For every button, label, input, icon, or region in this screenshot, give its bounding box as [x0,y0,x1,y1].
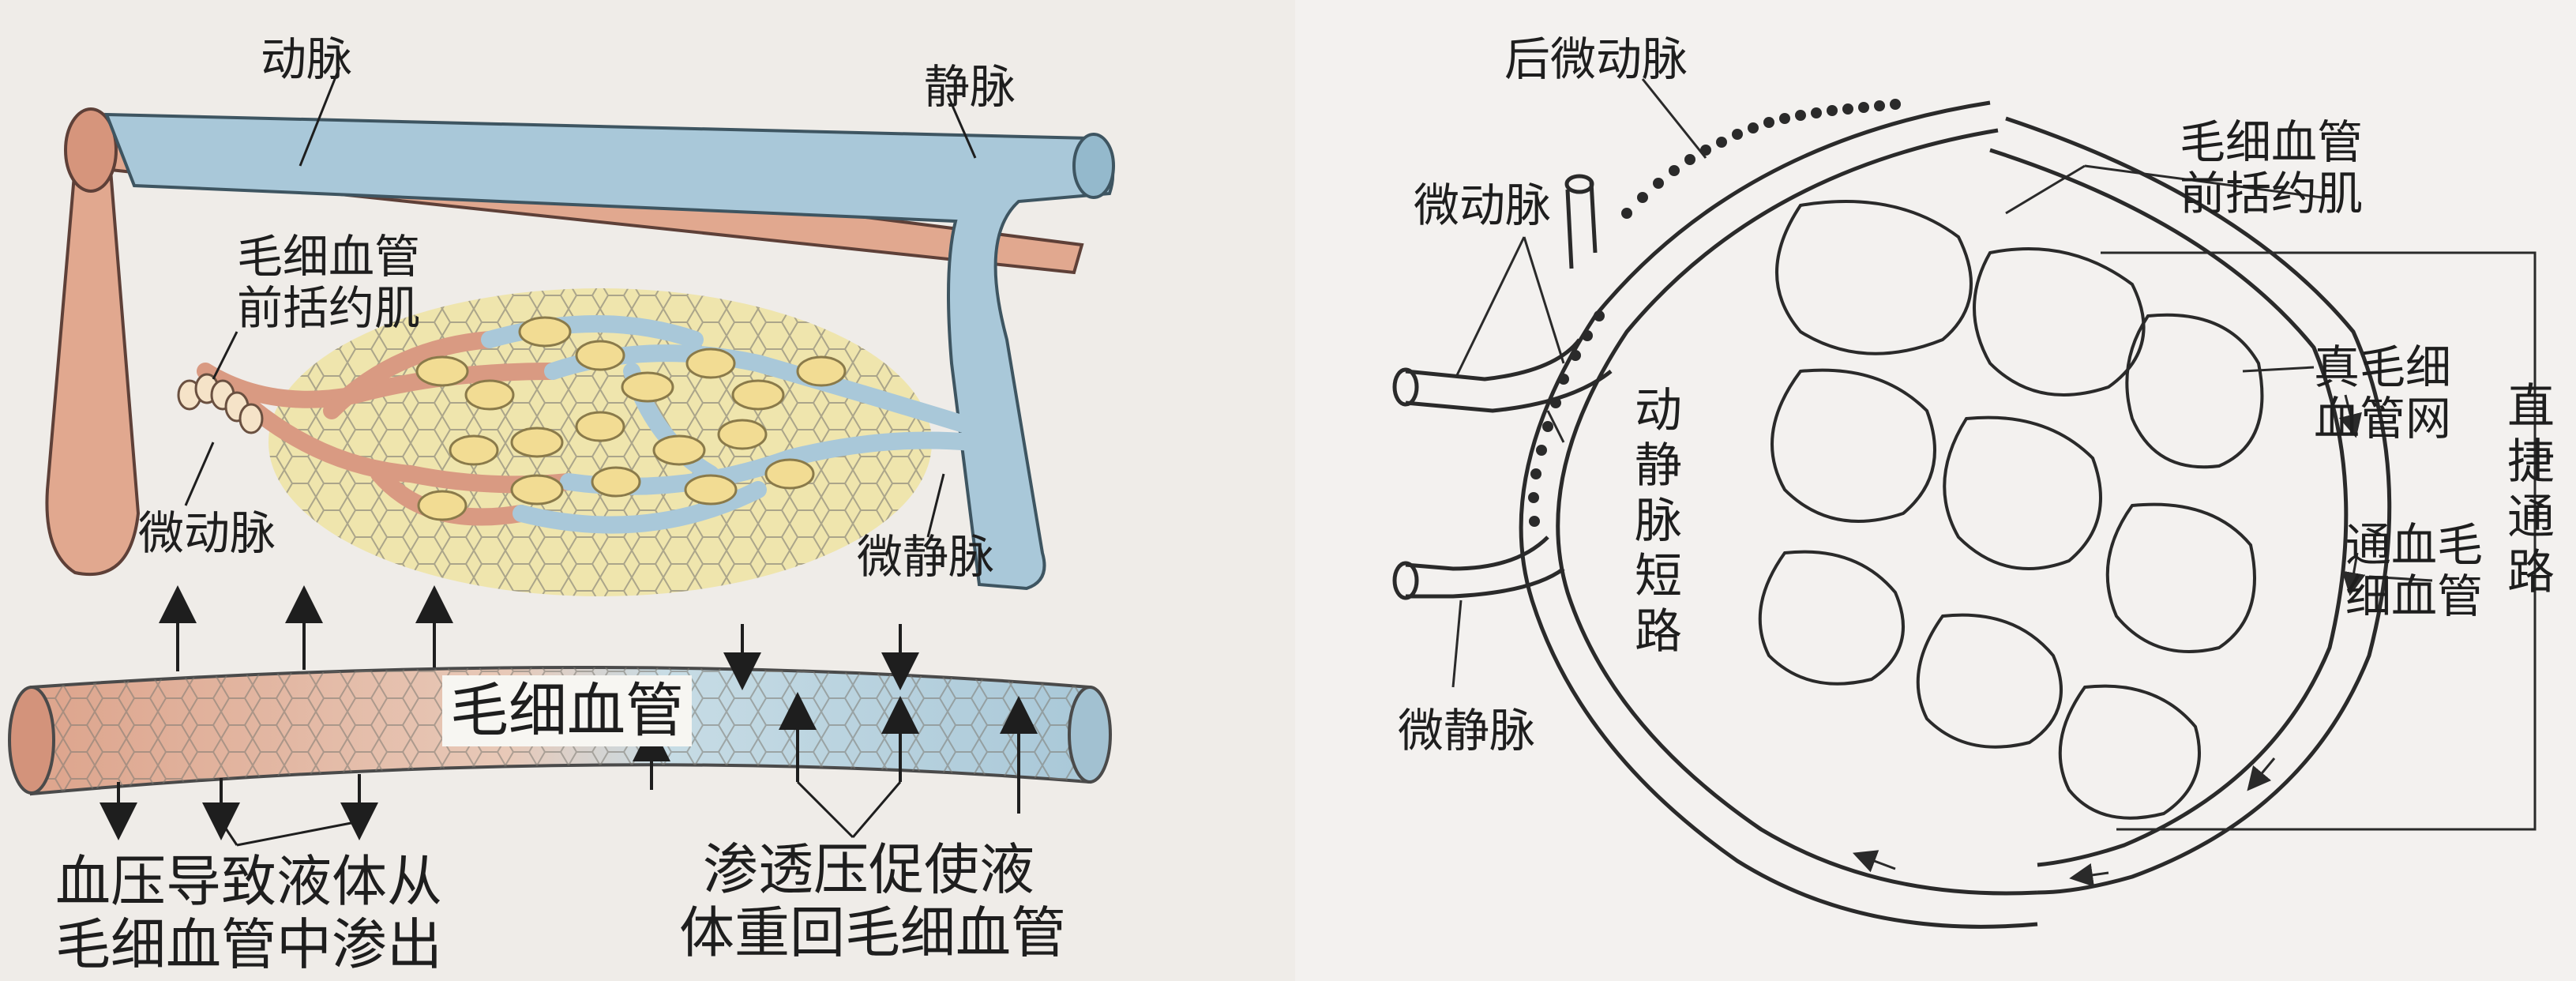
arteriole-venule-vessels [1392,100,2038,929]
label-venule: 微静脉 [1398,704,1536,757]
caption-osmotic-pressure-line1: 渗透压促使液 [703,837,1035,902]
capillary-exchange-illustration [8,66,1115,847]
caption-osmotic-pressure-line2: 体重回毛细血管 [679,900,1066,965]
label-venule: 微静脉 [857,530,995,584]
label-metarteriole: 后微动脉 [1504,32,1688,86]
label-arteriole: 微动脉 [138,506,276,560]
label-artery: 动脉 [261,32,353,86]
label-true-capillary-line2: 血管网 [2314,392,2452,445]
label-arteriole: 微动脉 [1414,179,1552,232]
label-precapillary-sphincter-line1: 毛细血管 [237,230,421,284]
vein-vessel [104,112,1115,591]
outflow-arrows [100,585,453,840]
label-capillary: 毛细血管 [442,675,692,746]
label-av-shunt: 动静脉短路 [1635,383,1682,660]
thoroughfare-channel [1989,116,2392,895]
direct-path-bracket [2101,251,2537,831]
label-precapillary-sphincter-line2: 前括约肌 [237,281,421,335]
smooth-muscle-scallops [1528,99,1901,527]
label-thoroughfare-line1: 通血毛 [2345,518,2484,572]
label-thoroughfare-line2: 细血管 [2345,569,2484,623]
label-vein: 静脉 [924,60,1016,114]
flow-arrows [1852,394,2366,887]
microcirculation-illustration [1392,78,2537,929]
label-true-capillary-line1: 真毛细 [2314,340,2452,394]
capillary-exchange-diagram: 动脉 静脉 毛细血管 前括约肌 微动脉 微静脉 毛细血管 血压导致液体从 毛细血… [8,32,1115,977]
tissue-cells [415,316,847,521]
leader-lines [1451,78,2433,688]
microcirculation-diagram: 后微动脉 毛细血管 前括约肌 微动脉 动静脉短路 真毛细 血管网 直捷通路 通血… [1295,0,2576,981]
label-precapillary-sphincter-line1: 毛细血管 [2180,115,2364,169]
true-capillary-network [1758,200,2264,820]
leader-lines [184,66,977,538]
caption-pointers [220,780,902,847]
caption-blood-pressure-line1: 血压导致液体从 [55,849,442,914]
caption-blood-pressure-line2: 毛细血管中渗出 [55,912,442,977]
label-thoroughfare-direct: 直捷通路 [2507,379,2555,600]
artery-vessel [45,107,1084,577]
label-precapillary-sphincter-line2: 前括约肌 [2180,167,2364,220]
inflow-arrows [633,624,1038,814]
precapillary-sphincter-coils [177,373,264,434]
